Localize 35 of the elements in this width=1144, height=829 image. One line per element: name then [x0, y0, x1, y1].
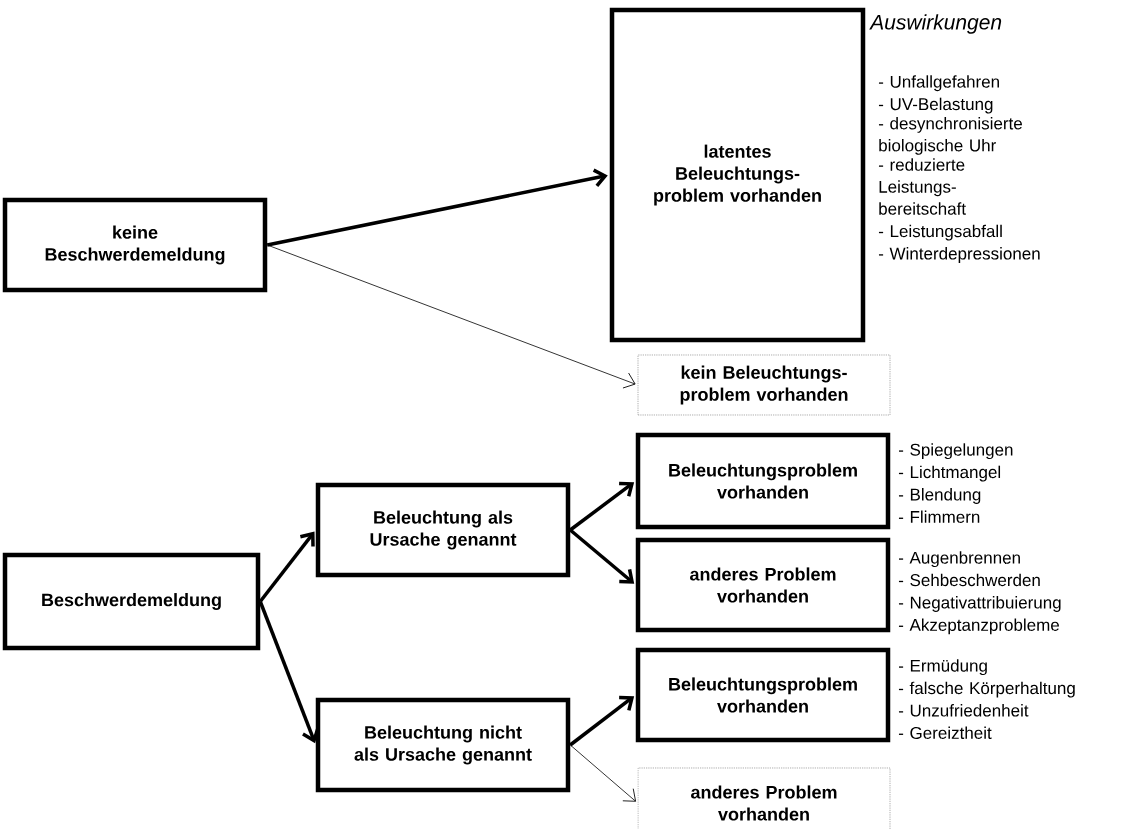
list-item: - Unzufriedenheit	[898, 704, 1029, 717]
process-box: kein Beleuchtungs- problem vorhanden	[637, 354, 891, 416]
list-item: - Unfallgefahren	[878, 75, 999, 92]
list-item: - UV-Belastung	[878, 97, 993, 114]
process-box: Beleuchtungsproblem vorhanden	[635, 647, 891, 743]
arrow	[569, 695, 635, 747]
list-item: - Blendung	[898, 488, 981, 504]
process-box: keine Beschwerdemeldung	[2, 197, 268, 293]
process-box: Beleuchtung als Ursache genannt	[315, 482, 571, 578]
process-box: latentes Beleuchtungs- problem vorhanden	[609, 7, 866, 343]
list-item: - Winterdepressionen	[878, 247, 1040, 263]
arrow	[569, 481, 635, 532]
process-box: Beschwerdemeldung	[2, 552, 261, 651]
arrow	[266, 244, 636, 389]
list-item: - desynchronisierte biologische Uhr	[878, 117, 1022, 155]
list-item: - Augenbrennen	[898, 551, 1020, 568]
process-box: Beleuchtungsproblem vorhanden	[635, 432, 891, 530]
process-box: anderes Problem vorhanden	[637, 767, 891, 829]
list-item: - reduzierte Leistungs- bereitschaft	[878, 158, 966, 215]
arrow	[569, 744, 636, 802]
arrow	[569, 528, 635, 584]
list-item: - Akzeptanzprobleme	[898, 618, 1059, 635]
arrow	[258, 531, 315, 603]
arrow	[266, 168, 608, 247]
list-item: - Ermüdung	[898, 659, 987, 676]
list-item: - Negativattribuierung	[898, 596, 1061, 612]
list-item: - Flimmern	[898, 510, 980, 523]
list-item: - Lichtmangel	[898, 465, 1001, 482]
process-box: anderes Problem vorhanden	[635, 537, 891, 633]
process-box: Beleuchtung nicht als Ursache genannt	[315, 697, 571, 793]
list-item: - Sehbeschwerden	[898, 573, 1040, 587]
list-item: - falsche Körperhaltung	[898, 681, 1075, 698]
list-item: - Gereiztheit	[898, 726, 992, 739]
list-item: - Spiegelungen	[898, 443, 1013, 460]
list-item: - Leistungsabfall	[878, 224, 1002, 241]
